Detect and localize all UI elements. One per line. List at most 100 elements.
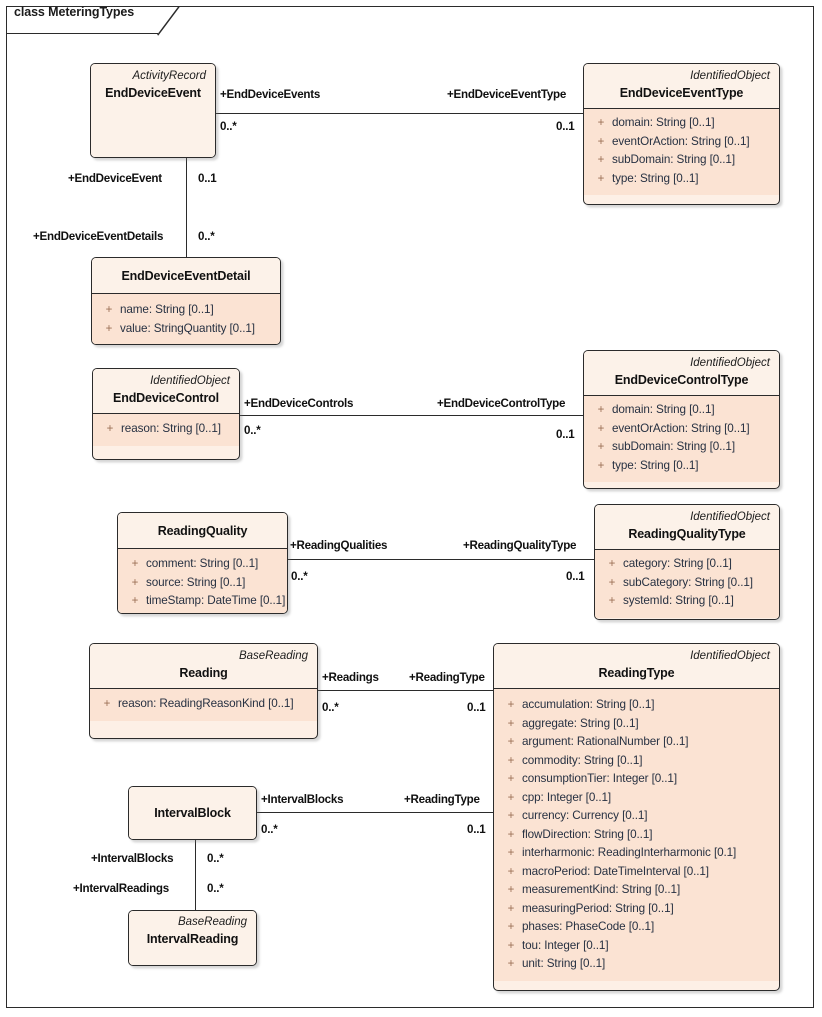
attribute-row: + consumptionTier: Integer [0..1] [500, 770, 773, 789]
attribute-row: + domain: String [0..1] [590, 114, 773, 133]
class-box-readingquality[interactable]: ReadingQuality + comment: String [0..1] … [117, 512, 288, 614]
class-box-intervalblock[interactable]: IntervalBlock [128, 786, 257, 840]
visibility-marker: + [597, 154, 605, 166]
assoc-label-end-device-control-type: +EndDeviceControlType [437, 397, 566, 410]
attribute-signature: measurementKind: String [0..1] [522, 883, 681, 896]
attribute-row: + measurementKind: String [0..1] [500, 881, 773, 900]
class-header-enddevicecontrol: IdentifiedObject EndDeviceControl [93, 369, 239, 414]
diagram-frame-tab [6, 6, 158, 34]
class-header-reading: BaseReading Reading [90, 644, 317, 689]
visibility-marker: + [597, 135, 605, 148]
class-stereotype: IdentifiedObject [690, 511, 770, 523]
class-box-enddeviceeventdetail[interactable]: EndDeviceEventDetail + name: String [0..… [91, 257, 281, 345]
mult-end-device-events: 0..* [220, 120, 237, 133]
attribute-row: + macroPeriod: DateTimeInterval [0..1] [500, 863, 773, 882]
attribute-signature: subDomain: String [0..1] [612, 440, 735, 453]
class-name: EndDeviceEventDetail [121, 269, 251, 283]
mult-end-device-control-type: 0..1 [556, 428, 575, 441]
attribute-row: + value: StringQuantity [0..1] [98, 320, 274, 339]
class-name: IntervalReading [146, 932, 239, 946]
visibility-marker: + [103, 698, 111, 710]
attribute-row: + subDomain: String [0..1] [590, 438, 773, 457]
class-name: Reading [179, 666, 228, 680]
class-header-readingquality: ReadingQuality [118, 513, 287, 549]
class-box-enddeviceeventtype[interactable]: IdentifiedObject EndDeviceEventType + do… [583, 63, 780, 205]
visibility-marker: + [507, 773, 515, 785]
attribute-row: + tou: Integer [0..1] [500, 937, 773, 956]
class-box-enddevicecontrol[interactable]: IdentifiedObject EndDeviceControl + reas… [92, 368, 240, 460]
diagram-frame-tab-cut [157, 6, 180, 36]
mult-end-device-event-details: 0..* [198, 230, 215, 243]
visibility-marker: + [608, 576, 616, 589]
visibility-marker: + [597, 441, 605, 453]
visibility-marker: + [507, 736, 515, 748]
assoc-label-end-device-event-details: +EndDeviceEventDetails [33, 230, 164, 243]
assoc-label-reading-qualities: +ReadingQualities [290, 539, 388, 552]
mult-reading-type-from-reading: 0..1 [467, 701, 486, 714]
class-name: EndDeviceEventType [619, 86, 744, 100]
class-header-enddeviceevent: ActivityRecord EndDeviceEvent [91, 64, 215, 157]
attribute-signature: measuringPeriod: String [0..1] [522, 901, 674, 915]
mult-interval-blocks: 0..* [207, 852, 224, 865]
visibility-marker: + [597, 117, 605, 129]
attribute-signature: source: String [0..1] [146, 575, 246, 589]
attribute-signature: eventOrAction: String [0..1] [612, 421, 750, 435]
attribute-row: + source: String [0..1] [124, 574, 281, 593]
class-name: ReadingQuality [157, 524, 248, 538]
mult-end-device-event-type: 0..1 [556, 120, 575, 133]
attribute-signature: eventOrAction: String [0..1] [612, 134, 750, 148]
mult-reading-type-from-block: 0..1 [467, 823, 486, 836]
visibility-marker: + [507, 810, 515, 822]
attribute-row: + unit: String [0..1] [500, 955, 773, 974]
assoc-label-reading-quality-type: +ReadingQualityType [463, 539, 577, 552]
attribute-row: + category: String [0..1] [601, 555, 773, 574]
class-attributes-reading: + reason: ReadingReasonKind [0..1] [90, 689, 317, 721]
class-stereotype: BaseReading [177, 916, 247, 928]
visibility-marker: + [597, 172, 605, 185]
class-stereotype: BaseReading [238, 650, 308, 662]
class-box-intervalreading[interactable]: BaseReading IntervalReading [128, 910, 257, 966]
class-box-readingtype[interactable]: IdentifiedObject ReadingType + accumulat… [493, 643, 780, 991]
mult-reading-quality-type: 0..1 [566, 570, 585, 583]
class-attributes-readingtype: + accumulation: String [0..1] + aggregat… [494, 689, 779, 981]
class-name: EndDeviceControl [113, 391, 219, 405]
class-stereotype: IdentifiedObject [690, 70, 770, 82]
attribute-signature: commodity: String [0..1] [522, 753, 643, 767]
attribute-signature: interharmonic: ReadingInterharmonic [0.1… [522, 846, 737, 859]
visibility-marker: + [507, 939, 515, 952]
class-header-intervalreading: BaseReading IntervalReading [129, 911, 256, 965]
assoc-label-end-device-event: +EndDeviceEvent [68, 172, 162, 185]
class-stereotype: IdentifiedObject [690, 357, 770, 369]
visibility-marker: + [507, 847, 515, 859]
class-box-reading[interactable]: BaseReading Reading + reason: ReadingRea… [89, 643, 318, 739]
class-name: ReadingType [598, 666, 675, 680]
visibility-marker: + [507, 828, 515, 841]
class-box-enddevicecontroltype[interactable]: IdentifiedObject EndDeviceControlType + … [583, 350, 780, 489]
class-header-enddeviceeventtype: IdentifiedObject EndDeviceEventType [584, 64, 779, 109]
attribute-row: + systemId: String [0..1] [601, 592, 773, 611]
attribute-signature: name: String [0..1] [120, 303, 214, 316]
attribute-signature: currency: Currency [0..1] [522, 809, 648, 822]
attribute-signature: subCategory: String [0..1] [623, 575, 753, 589]
page-title: class MeteringTypes [14, 5, 135, 19]
class-header-intervalblock: IntervalBlock [129, 787, 256, 839]
attribute-signature: phases: PhaseCode [0..1] [522, 920, 655, 933]
visibility-marker: + [608, 558, 616, 570]
visibility-marker: + [597, 459, 605, 472]
attribute-row: + timeStamp: DateTime [0..1] [124, 592, 286, 611]
attribute-signature: value: StringQuantity [0..1] [120, 321, 255, 335]
visibility-marker: + [507, 754, 515, 767]
assoc-label-readings: +Readings [322, 671, 379, 684]
attribute-signature: flowDirection: String [0..1] [522, 827, 653, 841]
class-name: IntervalBlock [154, 805, 231, 820]
attribute-row: + phases: PhaseCode [0..1] [500, 918, 773, 937]
attribute-row: + type: String [0..1] [590, 170, 773, 189]
class-attributes-enddevicecontroltype: + domain: String [0..1] + eventOrAction:… [584, 396, 779, 482]
attribute-row: + currency: Currency [0..1] [500, 807, 773, 826]
connector-readingquality-to-qualitytype [288, 559, 594, 561]
class-box-readingqualitytype[interactable]: IdentifiedObject ReadingQualityType + ca… [594, 504, 780, 620]
attribute-signature: reason: String [0..1] [121, 422, 221, 435]
class-box-enddeviceevent[interactable]: ActivityRecord EndDeviceEvent [90, 63, 216, 158]
attribute-row: + commodity: String [0..1] [500, 752, 773, 771]
